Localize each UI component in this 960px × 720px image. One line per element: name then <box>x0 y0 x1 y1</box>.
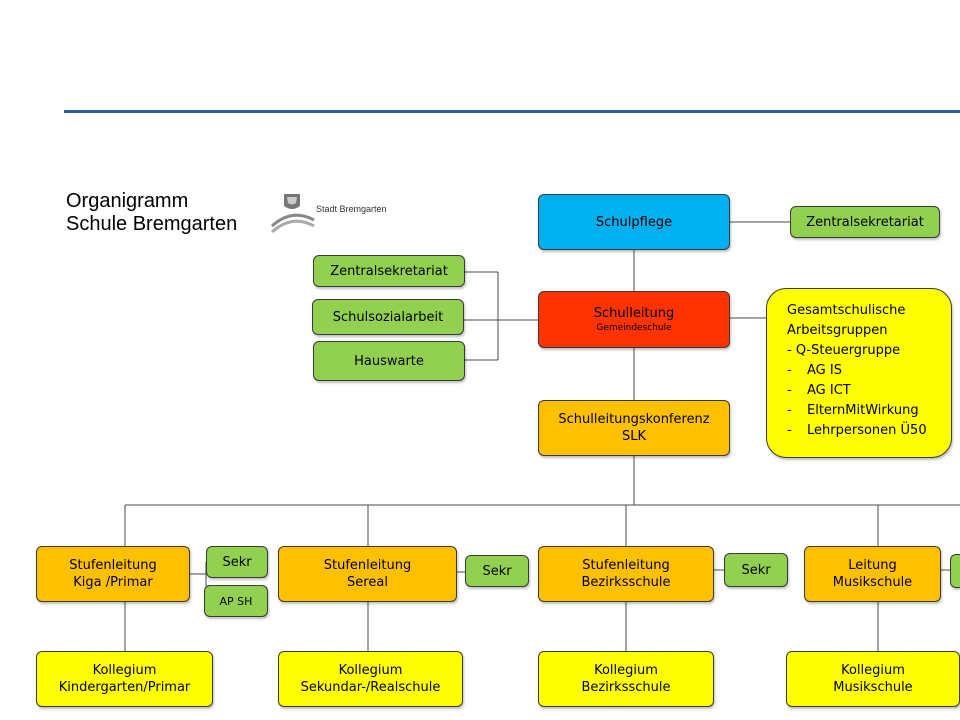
schulsozialarbeit-box: Schulsozialarbeit <box>312 299 464 335</box>
arbeitsgruppe-item: ElternMitWirkung <box>787 401 941 421</box>
sekr-bezirksschule-box: Sekr <box>724 553 788 587</box>
crest-icon <box>270 194 315 234</box>
coll-line-2: Sekundar-/Realschule <box>300 680 441 695</box>
lead-line-1: Stufenleitung <box>69 558 157 573</box>
ap-sh-box: AP SH <box>204 585 268 617</box>
zentralsekretariat-left-label: Zentralsekretariat <box>330 263 448 279</box>
arbeitsgruppen-list: AG IS AG ICT ElternMitWirkung Lehrperson… <box>787 361 941 441</box>
sekr-label: Sekr <box>741 562 771 578</box>
leitung-musikschule-box: Leitung Musikschule <box>804 546 941 602</box>
logo-text: Stadt Bremgarten <box>316 204 387 214</box>
schulleitung-label: Schulleitung <box>593 306 675 321</box>
stufenleitung-bezirksschule-box: Stufenleitung Bezirksschule <box>538 546 714 602</box>
lead-line-1: Stufenleitung <box>323 558 412 573</box>
slk-box: Schulleitungskonferenz SLK <box>538 400 730 456</box>
header-rule <box>64 110 960 113</box>
arbeitsgruppen-line-3: - Q-Steuergruppe <box>787 343 901 358</box>
kollegium-musikschule-box: Kollegium Musikschule <box>786 651 960 707</box>
kollegium-bezirksschule-box: Kollegium Bezirksschule <box>538 651 714 707</box>
sekr-kiga-box: Sekr <box>206 546 268 578</box>
lead-line-1: Leitung <box>848 558 897 573</box>
coll-line-1: Kollegium <box>594 663 658 678</box>
zentralsekretariat-top-box: Zentralsekretariat <box>790 206 940 238</box>
schulpflege-box: Schulpflege <box>538 194 730 250</box>
zentralsekretariat-top-label: Zentralsekretariat <box>806 214 924 230</box>
stufenleitung-kiga-box: Stufenleitung Kiga /Primar <box>36 546 190 602</box>
lead-line-1: Stufenleitung <box>582 558 670 573</box>
schulpflege-label: Schulpflege <box>595 214 673 230</box>
sekr-musikschule-box-partial <box>950 554 960 588</box>
kollegium-sereal-box: Kollegium Sekundar-/Realschule <box>278 651 463 707</box>
arbeitsgruppe-item: AG ICT <box>787 381 941 401</box>
arbeitsgruppen-box: Gesamtschulische Arbeitsgruppen - Q-Steu… <box>766 288 952 458</box>
stufenleitung-sereal-box: Stufenleitung Sereal <box>278 546 457 602</box>
lead-line-2: Musikschule <box>832 575 913 590</box>
title-line-2: Schule Bremgarten <box>66 213 238 235</box>
page-title: Organigramm Schule Bremgarten <box>66 190 237 236</box>
title-line-1: Organigramm <box>66 190 189 212</box>
coll-line-1: Kollegium <box>841 663 905 678</box>
sekr-sereal-box: Sekr <box>465 555 529 587</box>
slk-line-1: Schulleitungskonferenz <box>558 412 710 427</box>
ap-sh-label: AP SH <box>219 594 253 608</box>
arbeitsgruppen-line-1: Gesamtschulische <box>787 303 906 318</box>
kollegium-kiga-box: Kollegium Kindergarten/Primar <box>36 651 213 707</box>
slk-line-2: SLK <box>621 429 647 444</box>
lead-line-2: Sereal <box>347 575 388 590</box>
coll-line-1: Kollegium <box>92 663 157 678</box>
lead-line-2: Bezirksschule <box>581 575 671 590</box>
arbeitsgruppe-item: Lehrpersonen Ü50 <box>787 421 941 441</box>
schulsozialarbeit-label: Schulsozialarbeit <box>332 309 444 325</box>
coll-line-1: Kollegium <box>338 663 403 678</box>
coll-line-2: Musikschule <box>833 680 913 695</box>
hauswarte-label: Hauswarte <box>354 353 424 369</box>
sekr-label: Sekr <box>222 554 252 570</box>
sekr-label: Sekr <box>482 563 512 579</box>
coll-line-2: Bezirksschule <box>581 680 671 695</box>
schulleitung-sub-label: Gemeindeschule <box>596 323 672 333</box>
lead-line-2: Kiga /Primar <box>73 575 153 590</box>
arbeitsgruppen-line-2: Arbeitsgruppen <box>787 323 888 338</box>
schulleitung-box: Schulleitung Gemeindeschule <box>538 291 730 348</box>
arbeitsgruppe-item: AG IS <box>787 361 941 381</box>
zentralsekretariat-left-box: Zentralsekretariat <box>313 255 465 287</box>
coll-line-2: Kindergarten/Primar <box>58 680 191 695</box>
stadt-bremgarten-logo: Stadt Bremgarten <box>270 190 390 234</box>
hauswarte-box: Hauswarte <box>313 341 465 381</box>
